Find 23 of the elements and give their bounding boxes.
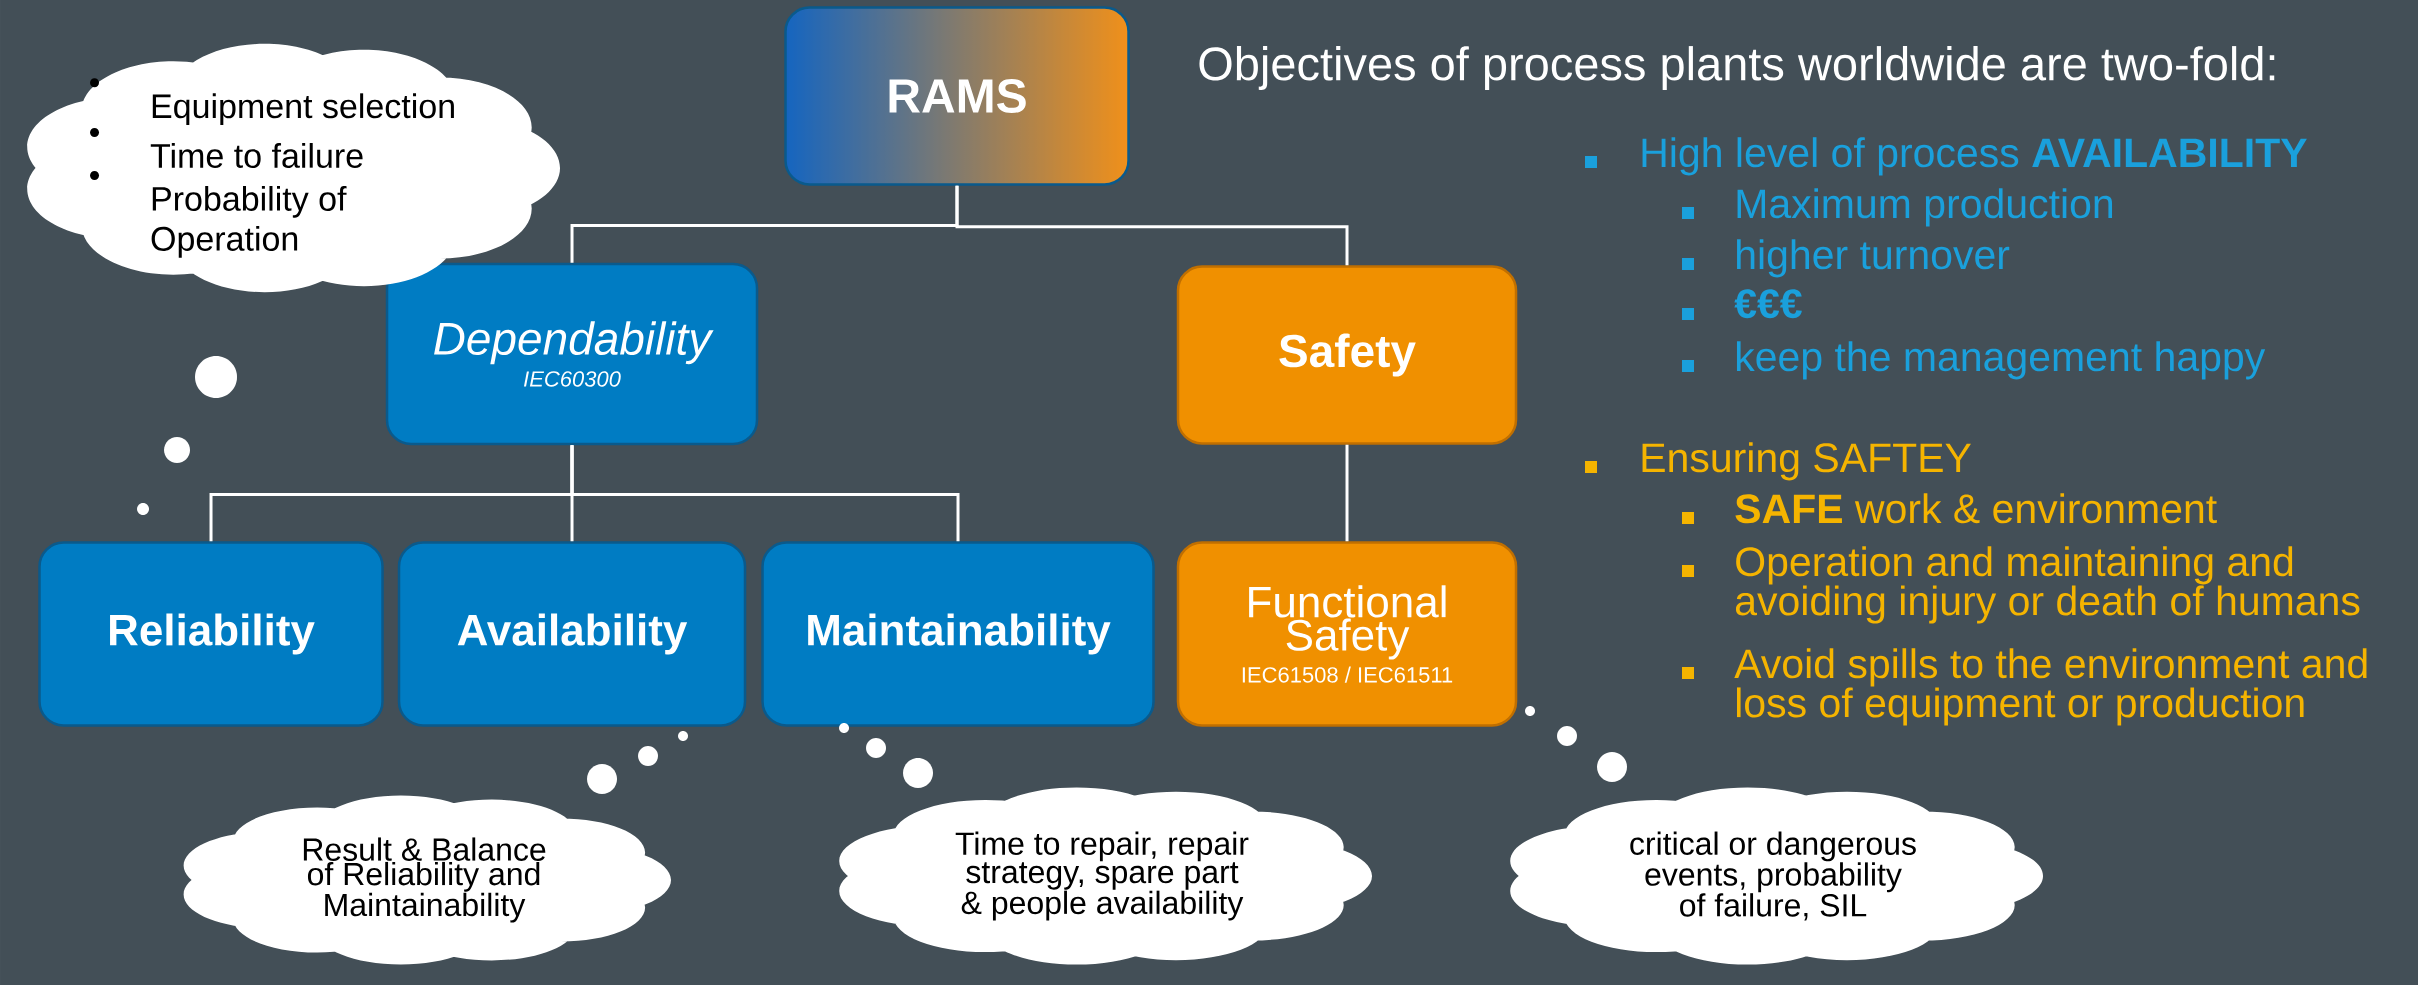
node-label: Equipment selection [152,93,454,126]
node-label: Time to failure [150,143,363,168]
bullet-text: High level of process AVAILABILITY [1642,137,2307,176]
bullet-text: SAFE work & environment [1735,493,2217,524]
bullet-text: €€€ [1734,289,1802,319]
bullet-text: Ensuring SAFTEY [1642,442,1971,481]
connector-line [1345,444,1349,542]
connector-line [955,185,1349,266]
bullet-text: Operation and maintaining and avoiding injury or death of humans [1735,546,2360,624]
slide-heading: Objectives of process plants worldwide are two-fold: [1199,46,2275,90]
process-box: Functional Safety IEC61508 / IEC61511 [1176,541,1518,727]
rams-box: RAMS [784,6,1130,186]
process-box: Dependability IEC60300 [385,262,759,446]
node-label: Probability of Operation [151,185,347,258]
bullet-text: Avoid spills to the environment and loss of equipment or production [1734,648,2367,726]
process-box: Reliability [38,541,384,727]
process-box: Availability [397,541,747,727]
bullet-text: higher turnover [1737,239,2010,278]
bullet-text: keep the management happy [1736,341,2266,380]
connector-line [570,445,960,542]
process-box: Safety [1176,265,1518,445]
bullet-text: Maximum production [1737,188,2113,227]
process-box: Maintainability [761,541,1155,727]
